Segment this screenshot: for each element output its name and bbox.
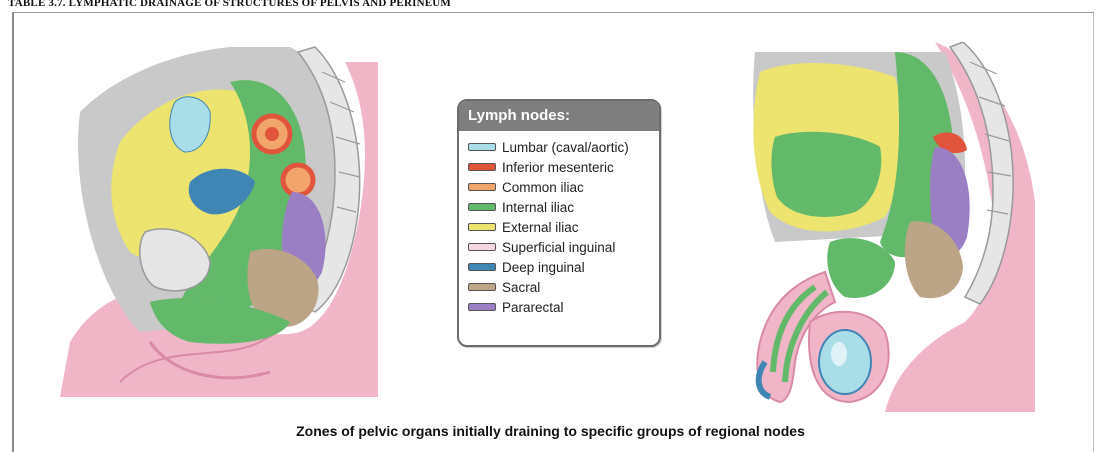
legend-swatch <box>468 283 496 291</box>
table-title: TABLE 3.7. LYMPHATIC DRAINAGE OF STRUCTU… <box>8 0 451 9</box>
legend-label: External iliac <box>502 220 579 235</box>
figure-caption: Zones of pelvic organs initially drainin… <box>0 423 1101 439</box>
legend-swatch <box>468 223 496 231</box>
legend-swatch <box>468 203 496 211</box>
legend-item-common-iliac: Common iliac <box>468 177 659 197</box>
legend-item-inferior-mesenteric: Inferior mesenteric <box>468 157 659 177</box>
legend-item-superficial-inguinal: Superficial inguinal <box>468 237 659 257</box>
female-pelvis-illustration <box>60 42 380 397</box>
legend-label: Lumbar (caval/aortic) <box>502 140 629 155</box>
legend-label: Deep inguinal <box>502 260 585 275</box>
legend-item-external-iliac: External iliac <box>468 217 659 237</box>
legend-list: Lumbar (caval/aortic) Inferior mesenteri… <box>459 131 659 317</box>
legend-label: Internal iliac <box>502 200 574 215</box>
legend-swatch <box>468 163 496 171</box>
legend-swatch <box>468 263 496 271</box>
legend-swatch <box>468 243 496 251</box>
legend-label: Superficial inguinal <box>502 240 615 255</box>
legend-swatch <box>468 303 496 311</box>
legend-item-deep-inguinal: Deep inguinal <box>468 257 659 277</box>
legend-item-internal-iliac: Internal iliac <box>468 197 659 217</box>
legend-label: Pararectal <box>502 300 564 315</box>
male-pelvis-illustration <box>735 42 1040 412</box>
lymph-node-legend: Lymph nodes: Lumbar (caval/aortic) Infer… <box>457 99 661 347</box>
legend-swatch <box>468 183 496 191</box>
legend-label: Inferior mesenteric <box>502 160 614 175</box>
legend-label: Common iliac <box>502 180 584 195</box>
legend-item-pararectal: Pararectal <box>468 297 659 317</box>
legend-item-sacral: Sacral <box>468 277 659 297</box>
legend-label: Sacral <box>502 280 540 295</box>
legend-swatch <box>468 143 496 151</box>
legend-title: Lymph nodes: <box>459 101 659 131</box>
legend-item-lumbar: Lumbar (caval/aortic) <box>468 137 659 157</box>
